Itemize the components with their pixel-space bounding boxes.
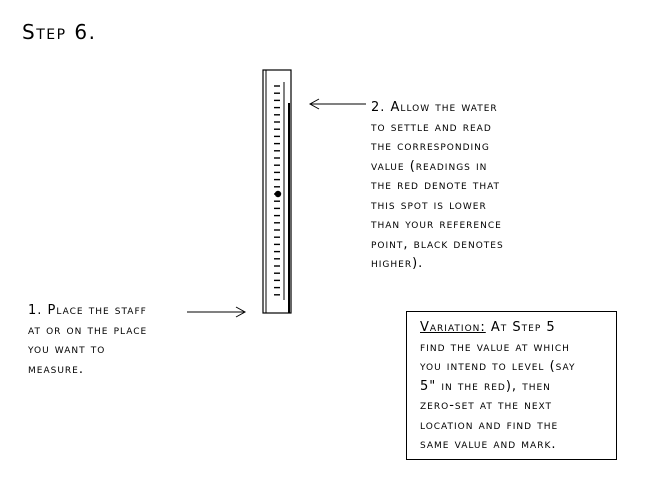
placement-line: at or on the place	[28, 322, 148, 338]
reading-line: this spot is lower	[371, 197, 487, 213]
reading-line: the corresponding	[371, 139, 490, 154]
variation-line: 5" in the red), then	[420, 378, 551, 394]
reading-instruction: 2. Allow the water to settle and read th…	[371, 98, 504, 274]
reading-line: point, black denotes	[371, 236, 504, 252]
reading-line: than your reference	[371, 217, 502, 232]
arrow-to-staff	[187, 306, 247, 318]
variation-line: zero-set at the next	[420, 398, 553, 413]
placement-line: measure.	[28, 361, 84, 377]
staff-graduations	[274, 85, 280, 296]
variation-heading: Variation:	[420, 320, 486, 335]
placement-instruction: 1. Place the staff at or on the place yo…	[28, 301, 147, 379]
reading-line: the red denote that	[371, 178, 501, 193]
placement-line: 1. Place the staff	[28, 303, 147, 318]
variation-box	[406, 311, 617, 460]
variation-line: find the value at which	[420, 339, 570, 355]
variation-line: same value and mark.	[420, 437, 557, 452]
reading-line: value (readings in	[371, 158, 488, 174]
reading-line: higher).	[371, 256, 424, 271]
variation-line: Variation: At Step 5	[420, 320, 556, 335]
placement-line: you want to	[28, 342, 106, 357]
variation-line: you intend to level (say	[420, 359, 576, 374]
step-title: Step 6.	[22, 20, 97, 44]
reading-point	[274, 190, 282, 198]
reading-line: to settle and read	[371, 119, 492, 135]
variation-line: location and find the	[420, 417, 559, 433]
arrow-to-reading	[308, 98, 366, 110]
variation-text: Variation: At Step 5 find the value at w…	[420, 318, 576, 455]
reading-line: 2. Allow the water	[371, 100, 498, 115]
